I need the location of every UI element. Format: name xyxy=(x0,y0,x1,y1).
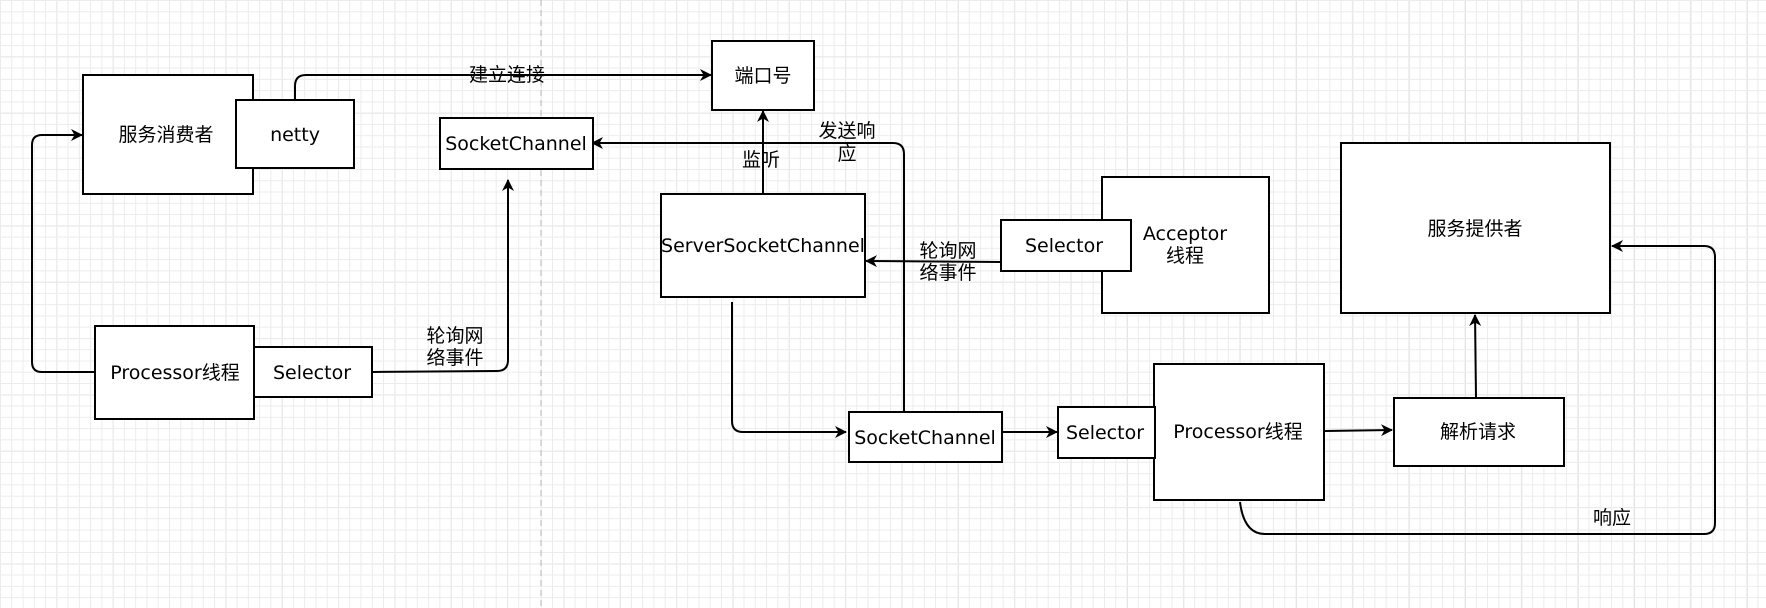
node-client-socketchannel-label: SocketChannel xyxy=(445,133,587,155)
edge-label-connect: 建立连接 xyxy=(469,64,545,86)
node-client-selector-box xyxy=(253,346,373,398)
edge-processor-to-consumer xyxy=(31,129,95,373)
edge-label-poll-client-line2: 络事件 xyxy=(426,347,483,369)
edge-server-poll xyxy=(865,255,1001,268)
edge-label-poll-server-line1: 轮询网 xyxy=(919,240,976,262)
node-acceptor-label-line2: 线程 xyxy=(1166,245,1204,267)
node-server-selector-box xyxy=(1057,406,1156,459)
node-client-socketchannel-box xyxy=(439,117,594,170)
node-acceptor-selector-label: Selector xyxy=(1025,235,1103,257)
edge-response xyxy=(1239,240,1716,535)
node-provider-box xyxy=(1340,142,1611,314)
node-server-processor-box xyxy=(1153,363,1325,501)
node-server-selector-label: Selector xyxy=(1066,422,1144,444)
node-consumer-label: 服务消费者 xyxy=(118,124,213,146)
edge-label-poll-client-line1: 轮询网 xyxy=(426,325,483,347)
edge-label-send-response-line2: 应 xyxy=(837,143,856,165)
edge-label-send-response-line1: 发送响 xyxy=(818,120,875,142)
edge-label-poll-server-line2: 络事件 xyxy=(919,262,976,284)
node-port-label: 端口号 xyxy=(734,65,791,87)
node-port-box xyxy=(711,40,815,111)
edge-send-response xyxy=(591,137,905,411)
edge-processor-to-parse xyxy=(1324,424,1393,437)
edge-parse-to-provider xyxy=(1469,314,1482,399)
node-parse-request-label: 解析请求 xyxy=(1440,421,1516,443)
edge-label-listen: 监听 xyxy=(742,149,780,171)
edge-accept xyxy=(731,302,847,438)
node-parse-request-box xyxy=(1393,397,1565,467)
edge-client-poll xyxy=(371,179,514,373)
node-server-socketchannel-label: SocketChannel xyxy=(854,427,996,449)
edge-connect xyxy=(294,69,712,100)
edge-label-response: 响应 xyxy=(1593,507,1631,529)
node-netty-box xyxy=(235,99,355,169)
node-acceptor-selector-box xyxy=(1000,219,1132,272)
node-serversocketchannel-box xyxy=(660,193,866,298)
node-netty-label: netty xyxy=(270,124,320,146)
node-serversocketchannel-label: ServerSocketChannel xyxy=(661,235,865,257)
node-provider-label: 服务提供者 xyxy=(1427,218,1522,240)
node-client-selector-label: Selector xyxy=(273,362,351,384)
node-server-processor-label: Processor线程 xyxy=(1173,421,1303,443)
node-consumer-box xyxy=(82,74,254,195)
node-client-processor-label: Processor线程 xyxy=(110,362,240,384)
node-acceptor-label-line1: Acceptor xyxy=(1143,223,1227,245)
node-server-socketchannel-box xyxy=(848,411,1003,463)
